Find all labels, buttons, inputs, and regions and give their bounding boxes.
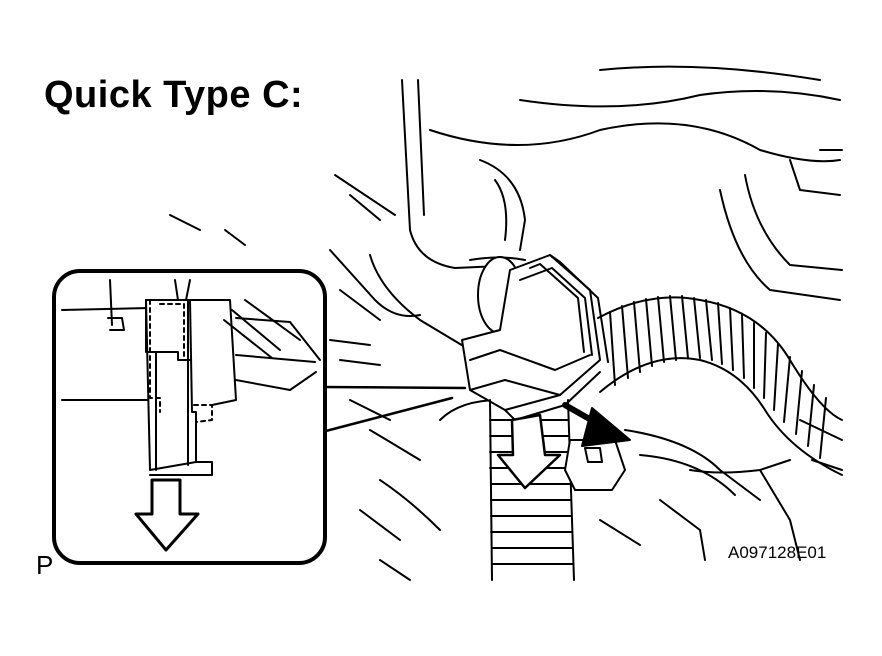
corner-mark: P: [36, 550, 54, 580]
retainer-clip: [564, 439, 626, 491]
figure-title: Quick Type C:: [44, 74, 304, 116]
quick-connector: [461, 254, 609, 421]
pull-arrow-icon: [562, 402, 631, 447]
inset-leader-lines: [320, 385, 467, 434]
wire-harness: [597, 295, 843, 476]
detail-inset: [52, 269, 327, 565]
figure-code: A097128E01: [728, 543, 827, 562]
inset-down-arrow-icon: [134, 478, 200, 552]
down-arrow-icon: [496, 413, 562, 490]
